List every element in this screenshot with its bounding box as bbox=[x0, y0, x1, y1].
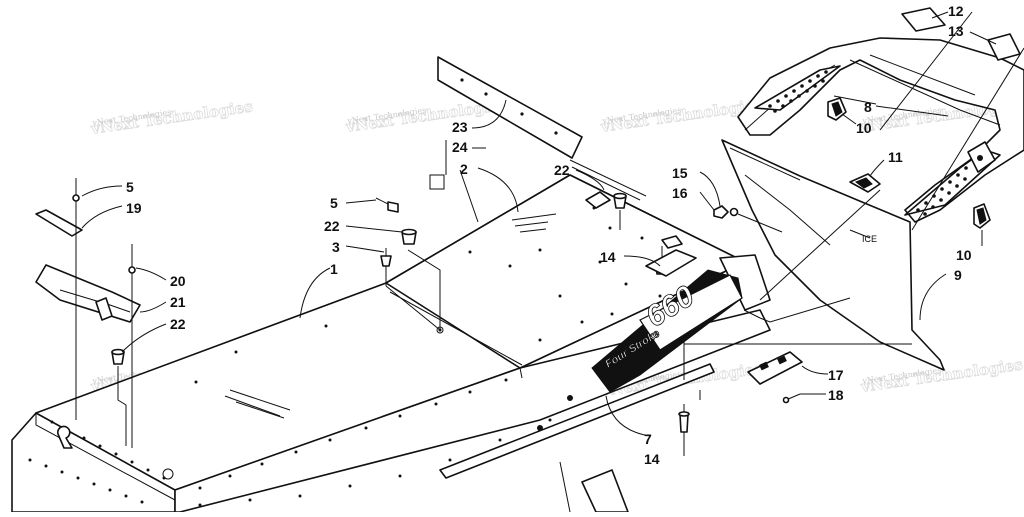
clip-10-right bbox=[973, 203, 991, 229]
screw-18 bbox=[782, 393, 801, 404]
nut-washer-15-16 bbox=[713, 205, 739, 219]
decal-12 bbox=[901, 7, 946, 32]
callouts: 1 2 3 5 5 7 8 9 10 10 11 12 13 14 14 15 … bbox=[126, 3, 972, 467]
callout-21: 21 bbox=[170, 294, 186, 310]
pin-3 bbox=[380, 248, 392, 286]
callout-14-bottom: 14 bbox=[644, 451, 660, 467]
bracket-19 bbox=[35, 178, 83, 240]
callout-11: 11 bbox=[888, 149, 903, 165]
rear-flap bbox=[437, 56, 583, 159]
callout-15: 15 bbox=[672, 165, 688, 181]
callout-24: 24 bbox=[452, 139, 468, 155]
screw-5-seat bbox=[375, 197, 399, 213]
callout-22-rear: 22 bbox=[554, 162, 570, 178]
callout-18: 18 bbox=[828, 387, 844, 403]
callout-7: 7 bbox=[644, 431, 652, 447]
clip-11 bbox=[849, 173, 881, 193]
callout-5-left: 5 bbox=[126, 179, 134, 195]
callout-13: 13 bbox=[948, 23, 964, 39]
grommet-22-seat bbox=[401, 228, 417, 245]
screw-14-bottom bbox=[678, 404, 690, 433]
leader-lines bbox=[75, 11, 1024, 456]
tunnel-rivets bbox=[28, 206, 686, 507]
bracket-9-right bbox=[967, 141, 996, 173]
grommet-22-left bbox=[111, 348, 125, 365]
callout-2: 2 bbox=[460, 161, 468, 177]
callout-22-left: 22 bbox=[170, 316, 186, 332]
callout-10-right: 10 bbox=[956, 247, 972, 263]
pin-20 bbox=[128, 244, 136, 310]
keyhole bbox=[57, 425, 73, 449]
callout-22-seat: 22 bbox=[324, 218, 340, 234]
callout-8: 8 bbox=[864, 99, 872, 115]
callout-5-seat: 5 bbox=[330, 195, 338, 211]
grommet-22-rear bbox=[585, 191, 627, 209]
screw-14-top bbox=[645, 235, 697, 277]
callout-1: 1 bbox=[330, 261, 338, 277]
bracket-21 bbox=[35, 264, 141, 323]
callout-10-left: 10 bbox=[856, 120, 872, 136]
callout-3: 3 bbox=[332, 239, 340, 255]
clip-10-left bbox=[827, 97, 847, 121]
callout-20: 20 bbox=[170, 273, 186, 289]
callout-14-top: 14 bbox=[600, 249, 616, 265]
decal-17 bbox=[747, 351, 803, 385]
callout-23: 23 bbox=[452, 119, 468, 135]
svg-text:ICE: ICE bbox=[862, 234, 877, 244]
callout-19: 19 bbox=[126, 200, 142, 216]
callout-17: 17 bbox=[828, 367, 844, 383]
step-pad-left bbox=[768, 70, 828, 113]
snow-flap-9: ICE bbox=[721, 139, 945, 371]
callout-12: 12 bbox=[948, 3, 964, 19]
callout-9: 9 bbox=[954, 267, 962, 283]
callout-16: 16 bbox=[672, 185, 688, 201]
